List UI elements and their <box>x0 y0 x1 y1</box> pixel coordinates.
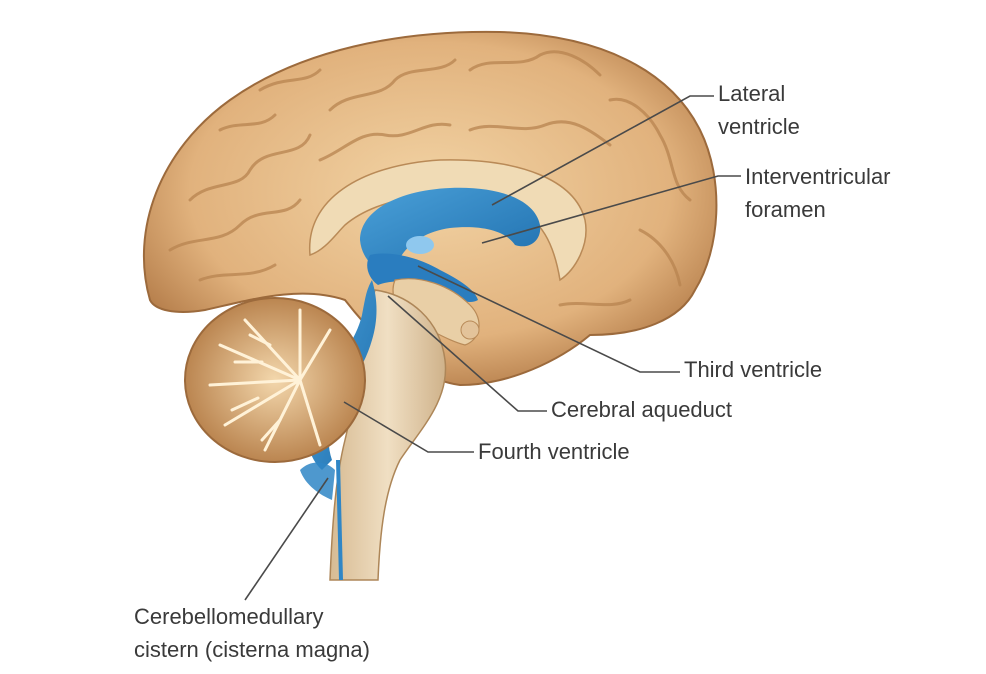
leader-interventricular-foramen <box>481 175 741 244</box>
label-cisterna-magna: Cerebellomedullary cistern (cisterna mag… <box>134 600 370 666</box>
label-interventricular-foramen-line1: Interventricular <box>745 164 891 189</box>
label-cerebral-aqueduct: Cerebral aqueduct <box>551 397 733 422</box>
central-canal <box>336 459 343 581</box>
label-interventricular-foramen: Interventricular foramen <box>745 160 891 226</box>
leader-third-ventricle <box>417 265 680 373</box>
lateral-ventricle-shape <box>360 187 541 272</box>
label-lateral-ventricle-line1: Lateral <box>718 81 786 106</box>
lateral-ventricle-highlight <box>406 236 434 254</box>
gyri-texture <box>168 50 692 307</box>
leader-cerebral-aqueduct <box>387 295 547 412</box>
arbor-vitae <box>208 308 332 452</box>
label-cisterna-magna-line2: cistern (cisterna magna) <box>134 637 370 662</box>
pituitary <box>460 320 480 340</box>
cisterna-magna-shape <box>300 462 335 500</box>
leader-lateral-ventricle <box>491 95 714 206</box>
corpus-callosum <box>309 159 587 282</box>
leader-cisterna-magna <box>244 477 329 601</box>
label-cisterna-magna-line1: Cerebellomedullary <box>134 604 324 629</box>
label-third-ventricle: Third ventricle <box>684 357 823 382</box>
label-interventricular-foramen-line2: foramen <box>745 197 826 222</box>
label-lateral-ventricle-line2: ventricle <box>718 114 800 139</box>
label-fourth-ventricle: Fourth ventricle <box>478 439 630 464</box>
leader-fourth-ventricle <box>343 401 474 453</box>
label-lateral-ventricle: Lateral ventricle <box>718 77 800 143</box>
leader-lines <box>244 95 741 601</box>
